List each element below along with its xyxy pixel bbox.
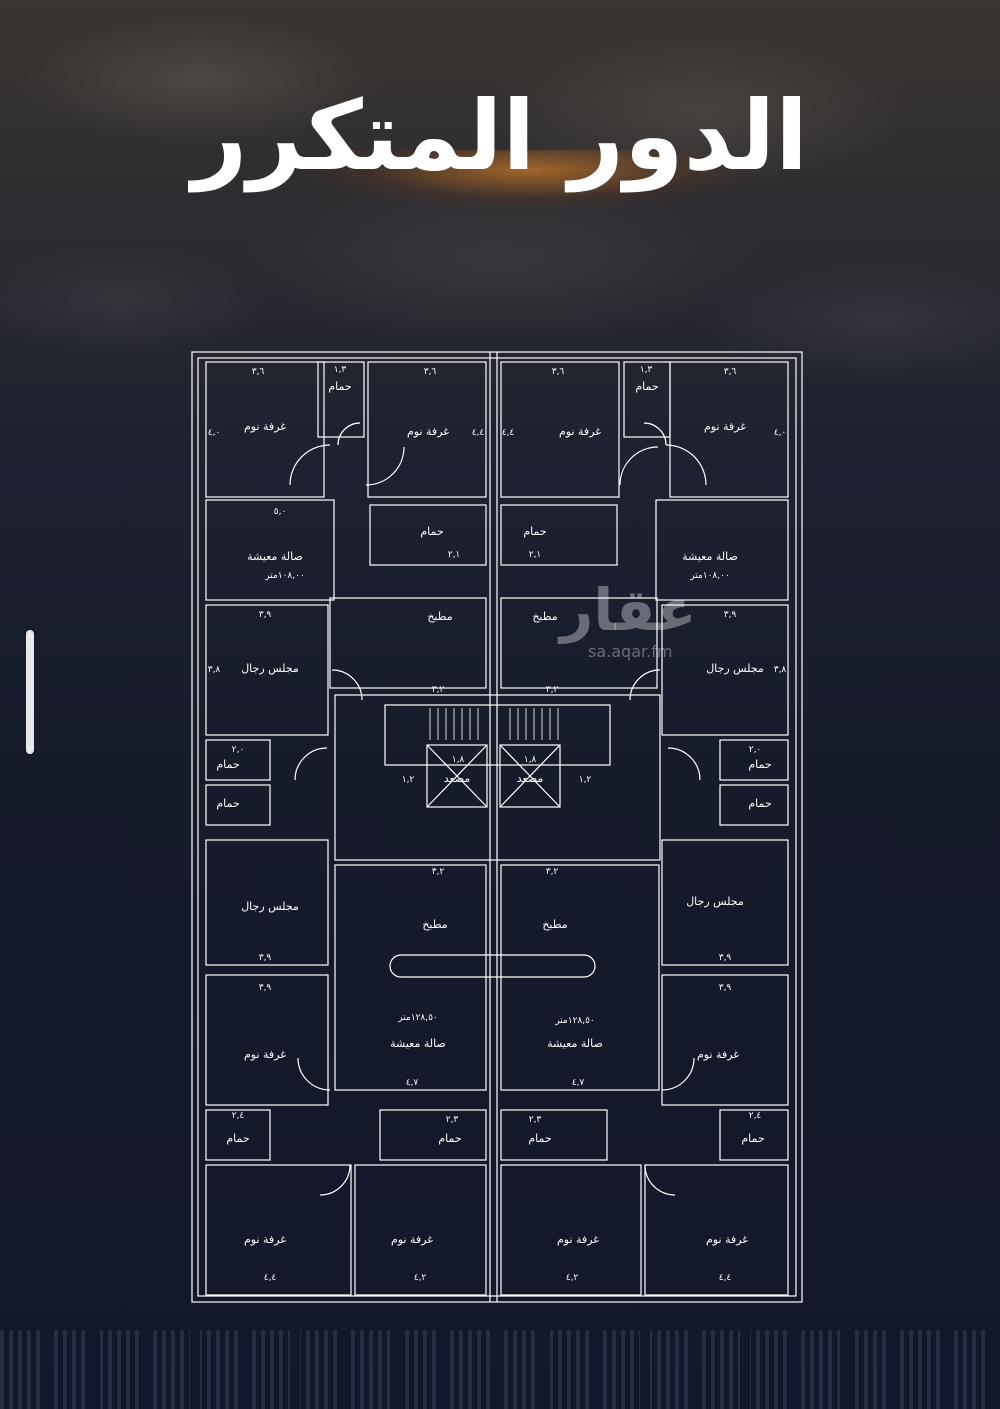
- dimension-label: ٤,٤: [472, 428, 485, 438]
- room-bedroom: غرفة نوم: [244, 1233, 286, 1246]
- decorative-pattern-gaps: [0, 1330, 1000, 1409]
- dimension-label: ٥,٠: [274, 507, 287, 517]
- room-kitchen: مطبخ: [427, 610, 452, 623]
- room-living: صالة معيشة: [247, 550, 303, 563]
- room-bathroom: حمام: [741, 1132, 764, 1145]
- dimension-label: ٢,٠: [749, 745, 762, 755]
- room-majlis: مجلس رجال: [241, 900, 299, 913]
- room-kitchen: مطبخ: [532, 610, 557, 623]
- area-label: ١٢٨,٥٠متر: [397, 1013, 438, 1023]
- dimension-label: ٣,٢: [432, 867, 445, 877]
- dimension-label: ٣,٦: [424, 367, 437, 377]
- room-majlis: مجلس رجال: [706, 662, 764, 675]
- room-bathroom: حمام: [635, 380, 658, 393]
- dimension-label: ١,٨: [524, 755, 537, 765]
- room-bedroom: غرفة نوم: [244, 1048, 286, 1061]
- dimension-label: ٣,٢: [546, 867, 559, 877]
- room-bathroom: حمام: [226, 1132, 249, 1145]
- dimension-label: ٤,٤: [719, 1273, 732, 1283]
- area-label: ١٠٨,٠٠متر: [264, 571, 305, 581]
- room-majlis: مجلس رجال: [241, 662, 299, 675]
- area-label: ١٢٨,٥٠متر: [554, 1016, 595, 1026]
- room-bathroom: حمام: [748, 797, 771, 810]
- dimension-label: ٢,٠: [232, 745, 245, 755]
- room-bedroom: غرفة نوم: [391, 1233, 433, 1246]
- dimension-label: ١,٢: [402, 775, 415, 785]
- dimension-label: ٣,٨: [208, 665, 221, 675]
- dimension-label: ٣,٢: [546, 685, 559, 695]
- cloud-background: [0, 0, 1000, 460]
- room-living: صالة معيشة: [682, 550, 738, 563]
- room-bathroom: حمام: [523, 525, 546, 538]
- dimension-label: ١,٣: [640, 365, 653, 375]
- room-bedroom: غرفة نوم: [559, 425, 601, 438]
- dimension-label: ٣,٩: [259, 953, 272, 963]
- watermark-url: sa.aqar.fm: [588, 642, 673, 661]
- dimension-label: ٤,٠: [208, 428, 221, 438]
- room-kitchen: مطبخ: [542, 918, 567, 931]
- room-bathroom: حمام: [528, 1132, 551, 1145]
- room-bedroom: غرفة نوم: [244, 420, 286, 433]
- dimension-label: ٣,٩: [259, 610, 272, 620]
- room-bathroom: حمام: [216, 797, 239, 810]
- dimension-label: ٤,٢: [566, 1273, 579, 1283]
- room-bedroom: غرفة نوم: [706, 1233, 748, 1246]
- watermark: عقار sa.aqar.fm: [560, 578, 697, 661]
- dimension-label: ٤,٧: [572, 1078, 585, 1088]
- dimension-label: ٢,٣: [446, 1115, 459, 1125]
- dimension-label: ٢,٤: [749, 1111, 762, 1121]
- room-bedroom: غرفة نوم: [704, 420, 746, 433]
- dimension-label: ٤,٢: [414, 1273, 427, 1283]
- dimension-label: ١,٢: [579, 775, 592, 785]
- room-bedroom: غرفة نوم: [697, 1048, 739, 1061]
- room-bedroom: غرفة نوم: [407, 425, 449, 438]
- dimension-label: ٢,١: [448, 550, 461, 560]
- dimension-label: ٣,٩: [719, 953, 732, 963]
- dimension-label: ٤,٠: [774, 428, 787, 438]
- room-bathroom: حمام: [420, 525, 443, 538]
- page-title: الدور المتكرر: [191, 80, 809, 192]
- room-kitchen: مطبخ: [422, 918, 447, 931]
- room-bathroom: حمام: [748, 758, 771, 771]
- title-glow: [300, 150, 760, 230]
- room-living: صالة معيشة: [547, 1037, 603, 1050]
- scroll-indicator[interactable]: [26, 630, 34, 754]
- dimension-label: ٣,٦: [252, 367, 265, 377]
- room-elevator: مصعد: [444, 772, 471, 785]
- room-bathroom: حمام: [216, 758, 239, 771]
- room-bedroom: غرفة نوم: [557, 1233, 599, 1246]
- dimension-label: ١,٨: [452, 755, 465, 765]
- room-living: صالة معيشة: [390, 1037, 446, 1050]
- dimension-label: ٤,٤: [502, 428, 515, 438]
- room-elevator: مصعد: [517, 772, 544, 785]
- watermark-logo: عقار: [560, 576, 697, 644]
- room-bathroom: حمام: [328, 380, 351, 393]
- room-majlis: مجلس رجال: [686, 895, 744, 908]
- dimension-label: ٢,٤: [232, 1111, 245, 1121]
- dimension-label: ٤,٤: [264, 1273, 277, 1283]
- room-bathroom: حمام: [438, 1132, 461, 1145]
- dimension-label: ٣,٦: [552, 367, 565, 377]
- dimension-label: ٣,٩: [724, 610, 737, 620]
- dimension-label: ١,٣: [334, 365, 347, 375]
- dimension-label: ٣,٢: [432, 685, 445, 695]
- area-label: ١٠٨,٠٠متر: [689, 571, 730, 581]
- dimension-label: ٣,٦: [724, 367, 737, 377]
- dimension-label: ٤,٧: [406, 1078, 419, 1088]
- dimension-label: ٣,٩: [719, 983, 732, 993]
- dimension-label: ٢,٣: [529, 1115, 542, 1125]
- dimension-label: ٣,٩: [259, 983, 272, 993]
- dimension-label: ٢,١: [529, 550, 542, 560]
- floor-plan: غرفة نوم حمام غرفة نوم حمام صالة معيشة ١…: [190, 350, 805, 1305]
- dimension-label: ٣,٨: [774, 665, 787, 675]
- floor-plan-drawing: غرفة نوم حمام غرفة نوم حمام صالة معيشة ١…: [191, 351, 803, 1303]
